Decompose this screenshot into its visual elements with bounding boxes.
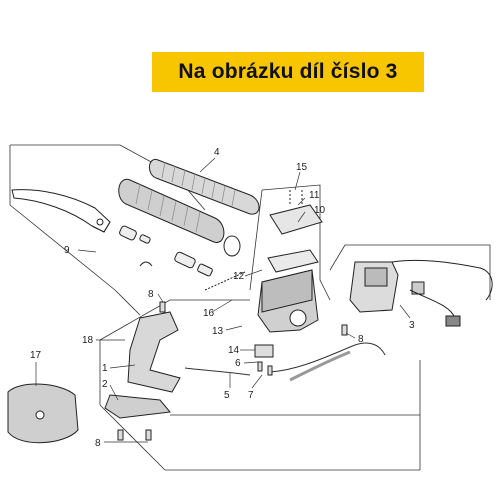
- callout-3: 3: [409, 320, 415, 331]
- cover-bag-part: [7, 383, 79, 444]
- callout-8-lower: 8: [95, 438, 101, 449]
- brake-switch-part: [349, 259, 493, 327]
- callout-11: 11: [309, 190, 320, 201]
- callout-2: 2: [102, 379, 108, 390]
- callout-12: 12: [233, 271, 245, 282]
- callout-6: 6: [235, 358, 241, 369]
- callout-15: 15: [296, 162, 308, 173]
- callout-8-right: 8: [358, 334, 364, 345]
- callout-9: 9: [64, 245, 70, 256]
- callout-7: 7: [248, 390, 254, 401]
- brake-lever-part: [11, 189, 111, 233]
- screw-parts: [117, 301, 348, 441]
- callout-16: 16: [203, 308, 215, 319]
- leader-lines: [35, 157, 411, 443]
- callout-10: 10: [314, 205, 326, 216]
- callout-1: 1: [102, 363, 108, 374]
- callout-4: 4: [214, 147, 220, 158]
- callout-labels: 4 15 11 10 9 12 8 16 13 14 6 5 7 3 8 17 …: [30, 147, 415, 449]
- pin-and-bushing-parts: [119, 225, 246, 291]
- callout-5: 5: [224, 390, 230, 401]
- callout-18: 18: [82, 335, 94, 346]
- callout-8-upper: 8: [148, 289, 154, 300]
- master-cylinder-part: [257, 190, 323, 333]
- frame-lines: [9, 144, 491, 471]
- callout-13: 13: [212, 326, 224, 337]
- banner-text: Na obrázku díl číslo 3: [178, 60, 398, 83]
- part-number-banner: Na obrázku díl číslo 3: [152, 52, 424, 92]
- mounting-bracket-part: [104, 311, 181, 419]
- handlebar-grips-part: [118, 158, 260, 257]
- hose-and-cable-part: [184, 342, 386, 382]
- callout-17: 17: [30, 350, 42, 361]
- callout-14: 14: [228, 345, 240, 356]
